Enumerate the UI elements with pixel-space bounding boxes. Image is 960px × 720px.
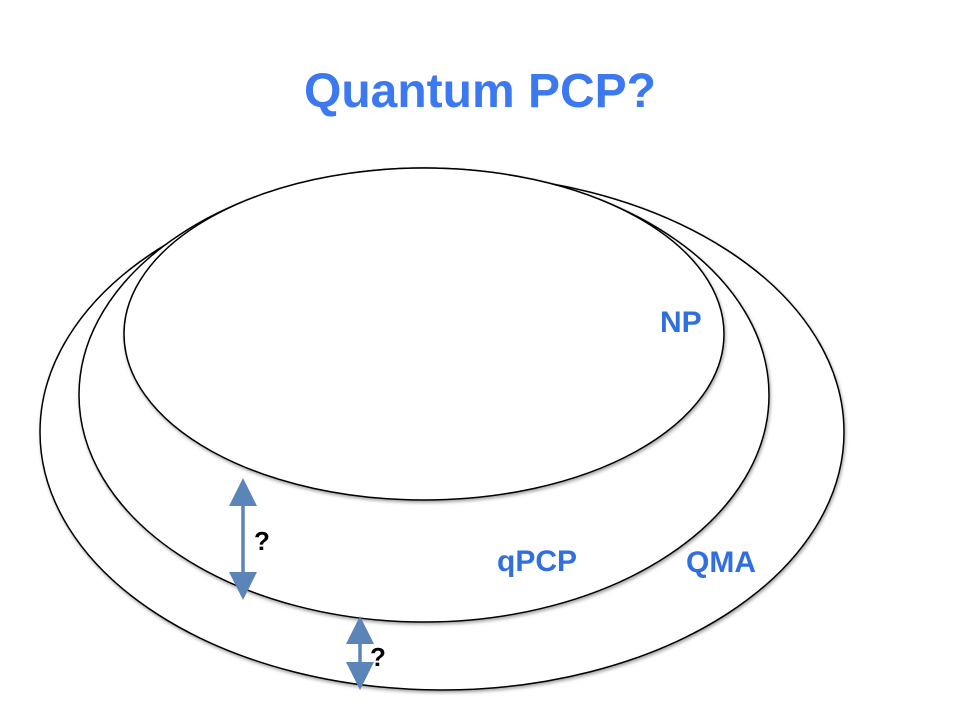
slide-title: Quantum PCP? bbox=[303, 65, 656, 118]
np-qpcp-gap-question-mark: ? bbox=[254, 526, 270, 556]
np-label: NP bbox=[660, 306, 702, 339]
np-ellipse bbox=[123, 167, 725, 501]
qpcp-qma-gap-question-mark: ? bbox=[370, 642, 386, 672]
qpcp-label: qPCP bbox=[497, 545, 577, 578]
qma-label: QMA bbox=[686, 546, 756, 579]
